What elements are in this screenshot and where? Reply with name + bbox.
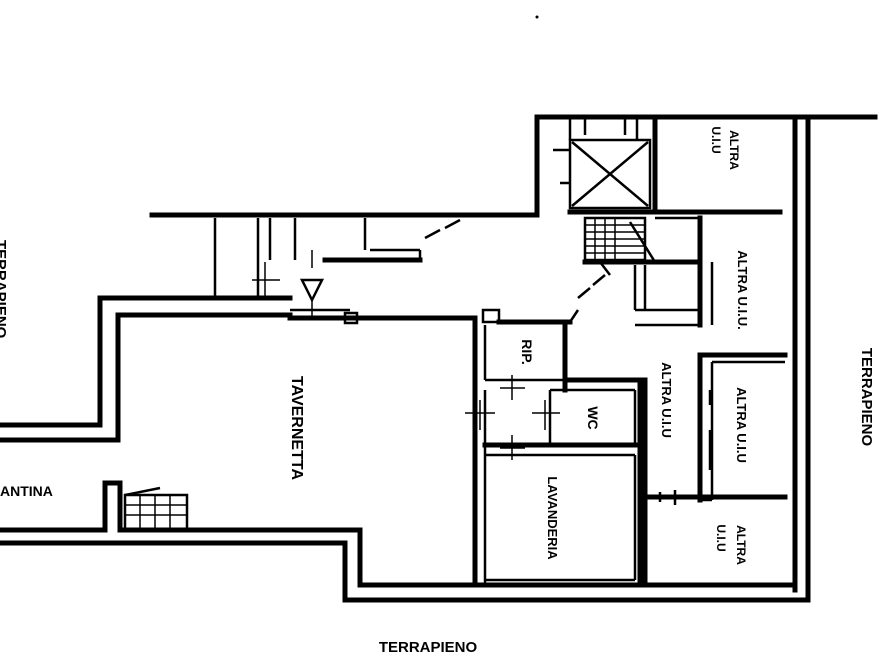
label-cantina: ANTINA (0, 483, 53, 499)
label-terrapieno-right: TERRAPIENO (858, 348, 875, 447)
adjacent-units-walls (635, 259, 788, 588)
label-altra-uiu-top-2: U.I.U (709, 126, 723, 153)
label-lavanderia: LAVANDERIA (545, 476, 560, 560)
stray-dot (535, 15, 539, 19)
label-altra-uiu-right-upper: ALTRA U.I.U. (735, 250, 750, 329)
corridor-walls (213, 218, 606, 325)
label-altra-uiu-top-1: ALTRA (727, 130, 741, 170)
label-tavernetta: TAVERNETTA (288, 376, 305, 480)
label-altra-uiu-bottom-2: U.I.U (714, 524, 728, 551)
stair-block (553, 114, 783, 310)
label-altra-uiu-right-middle: ALTRA U.I.U (734, 387, 749, 463)
label-terrapieno-bottom: TERRAPIENO (379, 639, 478, 656)
label-altra-uiu-center: ALTRA U.I.U (659, 362, 674, 438)
label-terrapieno-left: TERRAPIENO (0, 240, 9, 339)
label-altra-uiu-bottom-1: ALTRA (734, 525, 748, 565)
cantina-stair (123, 486, 189, 532)
label-rip: RIP. (519, 339, 535, 364)
label-wc: WC (585, 406, 601, 429)
service-rooms-walls (465, 315, 643, 588)
